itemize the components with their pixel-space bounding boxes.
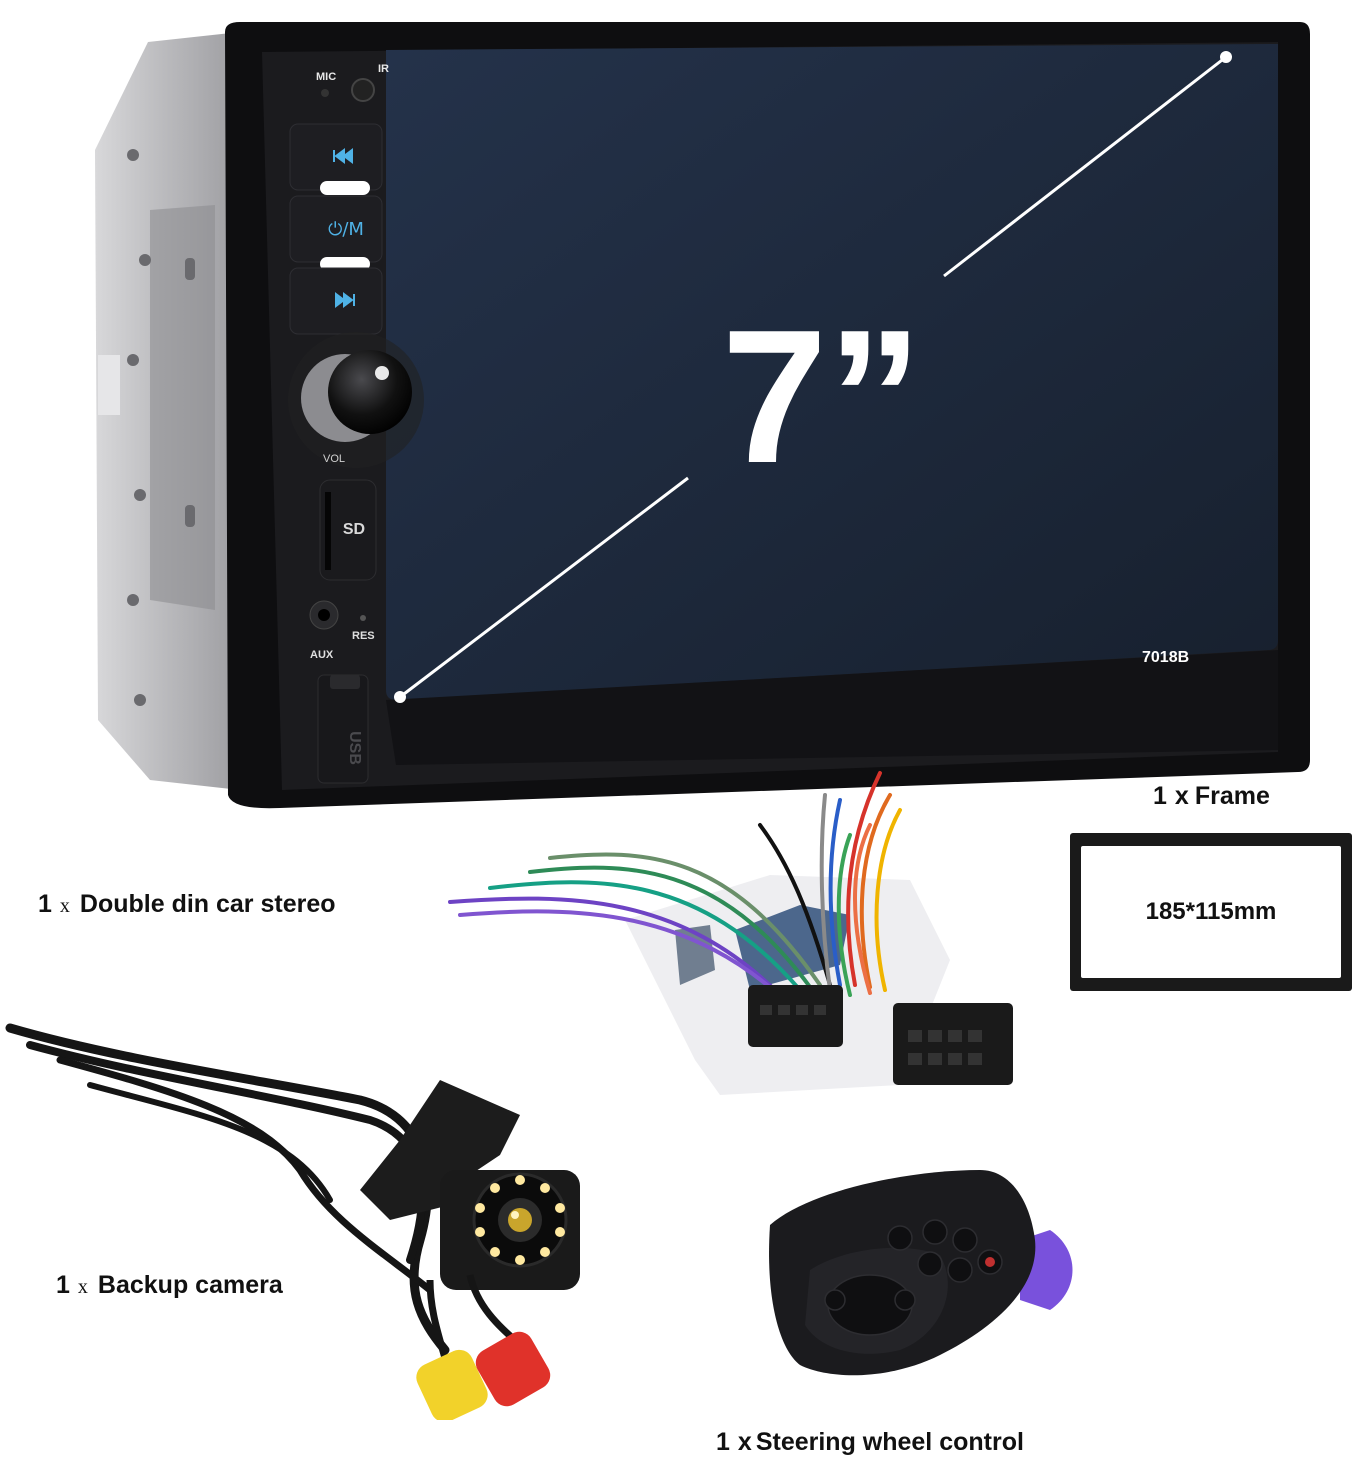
- rca-yellow-plug: [416, 1349, 488, 1420]
- car-stereo-illustration: 7” 7018B MIC IR ⏻/M VOL SD AUX RES USB: [95, 22, 1310, 809]
- item-name: Steering wheel control: [755, 1428, 1024, 1456]
- power-mode-button[interactable]: ⏻/M: [289, 195, 383, 271]
- item-name: Double din car stereo: [79, 890, 336, 918]
- next-button[interactable]: [289, 267, 383, 335]
- reset-hole[interactable]: [360, 615, 366, 621]
- frame-size-label: 185*115mm: [1145, 898, 1277, 925]
- diagonal-line-upper: [943, 55, 1227, 278]
- diagonal-dot-upper: [1220, 51, 1232, 63]
- ir-label: IR: [378, 63, 389, 75]
- screen-size-label: 7”: [722, 291, 923, 503]
- diagonal-dot-lower: [394, 691, 406, 703]
- model-label: 7018B: [1142, 649, 1189, 666]
- ir-sensor: [351, 78, 375, 102]
- diagonal-line-lower: [399, 476, 689, 699]
- steering-wheel-remote-illustration: [769, 1170, 1073, 1376]
- item-qty: 1: [1153, 782, 1167, 810]
- item-name: Backup camera: [97, 1271, 283, 1299]
- power-mode-label: ⏻/M: [328, 219, 364, 240]
- prev-button[interactable]: [289, 123, 383, 195]
- touch-screen[interactable]: [386, 44, 1278, 700]
- item-qty: 1: [56, 1271, 70, 1299]
- item-name: Frame: [1194, 782, 1270, 810]
- item-qty: 1: [38, 890, 52, 918]
- item-sep: x: [77, 1276, 88, 1298]
- mic-hole: [321, 89, 329, 97]
- harness-connector-right: [893, 1003, 1013, 1085]
- mic-label: MIC: [316, 71, 336, 83]
- sd-card-slot[interactable]: SD: [319, 479, 377, 581]
- camera-lens: [508, 1208, 532, 1232]
- item-sep: x: [1174, 782, 1189, 810]
- usb-label: USB: [346, 731, 363, 765]
- prev-track-icon: [333, 148, 353, 164]
- usb-port-cover[interactable]: USB: [317, 674, 369, 784]
- sd-label: SD: [343, 521, 365, 538]
- item-sep: x: [59, 895, 70, 917]
- vol-label: VOL: [323, 453, 345, 465]
- item-qty: 1: [716, 1428, 730, 1456]
- harness-connector-left: [748, 985, 843, 1047]
- volume-knob[interactable]: [288, 332, 424, 468]
- next-track-icon: [335, 292, 355, 308]
- item-sep: x: [737, 1428, 752, 1456]
- backup-camera-illustration: [5, 1023, 580, 1420]
- aux-label: AUX: [310, 649, 334, 661]
- prev-button-light: [320, 181, 370, 195]
- camera-bracket: [360, 1080, 520, 1220]
- rca-red-plug: [475, 1331, 551, 1407]
- mounting-frame-opening: [1081, 846, 1341, 978]
- wiring-harness-illustration: [448, 771, 1013, 1095]
- res-label: RES: [352, 630, 375, 642]
